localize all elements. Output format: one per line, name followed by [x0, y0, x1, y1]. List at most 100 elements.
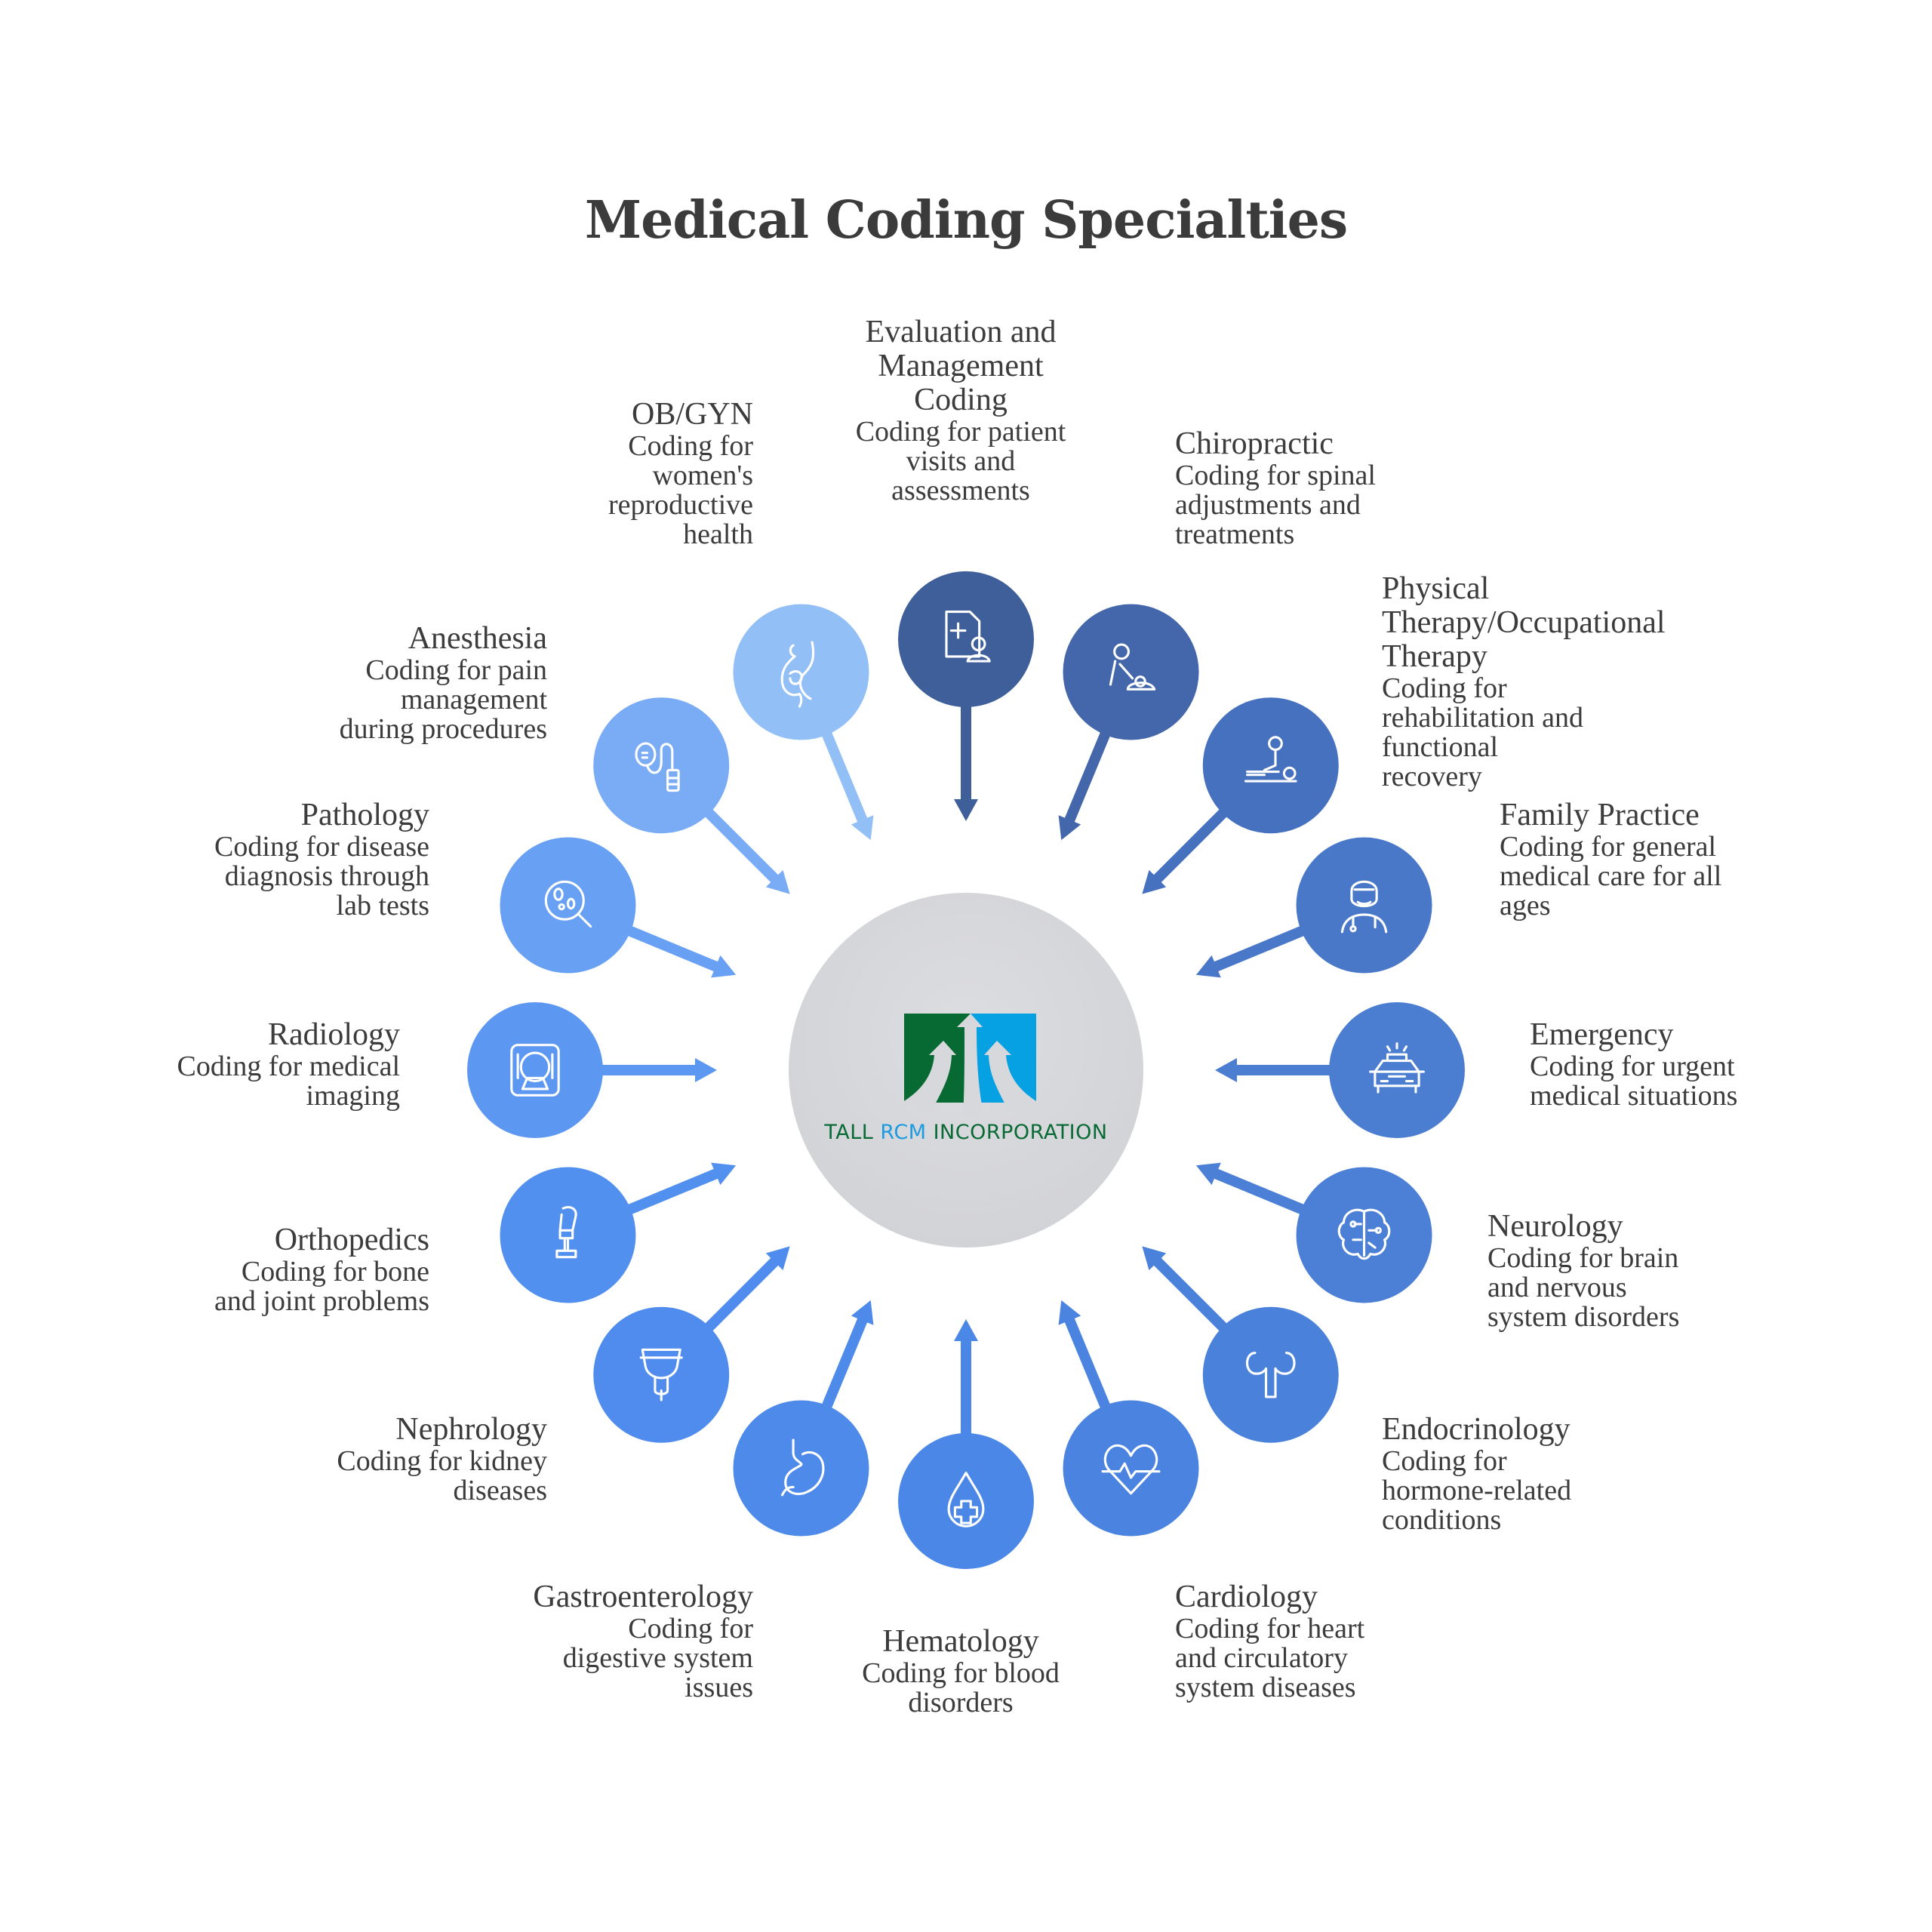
specialty-name: Nephrology: [395, 1412, 547, 1447]
specialty-description: during procedures: [339, 713, 547, 745]
specialty-node: [733, 604, 874, 841]
specialty-description: system disorders: [1487, 1301, 1680, 1333]
page-title: Medical Coding Specialties: [584, 190, 1348, 251]
specialty-description: Coding for: [1382, 672, 1507, 704]
specialty-name: Management: [878, 349, 1044, 383]
specialty-description: Coding for: [1382, 1445, 1507, 1477]
specialty-description: recovery: [1382, 761, 1482, 792]
specialty-icon-circle: [733, 1400, 869, 1537]
anesthesia-mask-icon: [635, 742, 680, 792]
specialty-description: Coding for: [628, 430, 753, 462]
specialty-description: functional: [1382, 731, 1499, 763]
arrow-head-icon: [711, 955, 737, 978]
specialty-name: Orthopedics: [274, 1223, 429, 1257]
specialty-node: [898, 1319, 1034, 1569]
specialty-description: Coding for general: [1500, 831, 1717, 863]
specialty-name: Cardiology: [1175, 1580, 1318, 1614]
specialty-node: [1215, 1002, 1465, 1138]
specialty-node: [500, 1162, 737, 1303]
specialty-icon-circle: [1202, 1306, 1339, 1443]
specialty-icon-circle: [1202, 697, 1339, 834]
specialty-name: Radiology: [268, 1017, 400, 1052]
brain-icon: [1337, 1208, 1391, 1260]
specialty-name: Hematology: [882, 1624, 1039, 1659]
specialty-description: and circulatory: [1175, 1642, 1348, 1674]
specialty-description: Coding for patient: [855, 416, 1066, 448]
specialty-name: OB/GYN: [631, 397, 753, 432]
connector-arrow: [1211, 1168, 1311, 1217]
specialty-description: Coding for disease: [214, 831, 429, 863]
specialty-description: rehabilitation and: [1382, 702, 1583, 734]
specialty-node: [500, 837, 737, 978]
specialty-icon-circle: [1329, 1002, 1465, 1138]
company-name-part: RCM: [880, 1121, 927, 1144]
specialty-description: system diseases: [1175, 1672, 1356, 1703]
kidney-icon: [639, 1348, 683, 1401]
thyroid-icon: [1245, 1352, 1296, 1398]
connector-arrow: [1211, 923, 1311, 973]
specialty-description: diseases: [453, 1475, 547, 1506]
specialty-icon-circle: [733, 604, 869, 740]
arrow-head-icon: [695, 1058, 717, 1082]
specialty-name: Pathology: [300, 798, 429, 832]
connector-arrow: [700, 804, 780, 884]
specialty-icon-circle: [467, 1002, 603, 1138]
specialty-description: Coding for brain: [1487, 1242, 1679, 1274]
arrow-head-icon: [711, 1162, 737, 1186]
arrow-head-icon: [1195, 1162, 1221, 1186]
company-logo: [904, 1014, 1036, 1117]
specialty-description: lab tests: [336, 890, 429, 921]
specialty-description: management: [400, 684, 547, 715]
arrow-head-icon: [954, 1319, 978, 1341]
connector-arrow: [621, 1168, 721, 1217]
blood-drop-icon: [947, 1471, 985, 1527]
specialty-icon-circle: [1063, 1400, 1199, 1537]
specialty-name: Therapy/Occupational: [1382, 605, 1666, 640]
specialty-description: ages: [1500, 890, 1551, 921]
specialty-name: Chiropractic: [1175, 426, 1334, 461]
specialty-name: Evaluation and: [865, 315, 1057, 349]
specialty-description: Coding for kidney: [337, 1445, 547, 1477]
specialty-icon-circle: [500, 1167, 636, 1303]
specialty-description: health: [683, 518, 753, 550]
specialty-name: Coding: [914, 383, 1008, 417]
specialty-name: Anesthesia: [408, 621, 547, 656]
specialty-description: treatments: [1175, 518, 1295, 550]
specialty-description: medical situations: [1530, 1080, 1738, 1112]
ambulance-icon: [1369, 1042, 1425, 1094]
specialty-icon-circle: [593, 1306, 730, 1443]
arrow-head-icon: [851, 815, 874, 841]
connector-arrow: [621, 923, 721, 973]
specialty-node: [1142, 1246, 1339, 1443]
specialty-description: diagnosis through: [224, 860, 429, 892]
leg-prosthesis-icon: [555, 1206, 577, 1259]
specialty-description: assessments: [891, 475, 1030, 506]
specialty-node: [1195, 1162, 1432, 1303]
heart-pulse-icon: [1101, 1444, 1161, 1495]
company-name-part: INCORPORATION: [933, 1121, 1108, 1144]
stomach-icon: [780, 1438, 825, 1497]
specialty-node: [593, 697, 790, 894]
specialty-node: [1142, 697, 1339, 894]
specialty-name: Therapy: [1382, 639, 1487, 674]
arrow-head-icon: [765, 869, 790, 894]
arrow-head-icon: [1142, 869, 1167, 894]
specialty-description: Coding for urgent: [1530, 1051, 1735, 1082]
clipboard-doctor-icon: [945, 611, 991, 663]
specialty-description: women's: [652, 460, 753, 491]
company-name-part: TALL: [824, 1121, 874, 1144]
connector-arrow: [1063, 1315, 1113, 1415]
connector-arrow: [700, 1256, 780, 1337]
connector-arrow: [1152, 804, 1232, 884]
